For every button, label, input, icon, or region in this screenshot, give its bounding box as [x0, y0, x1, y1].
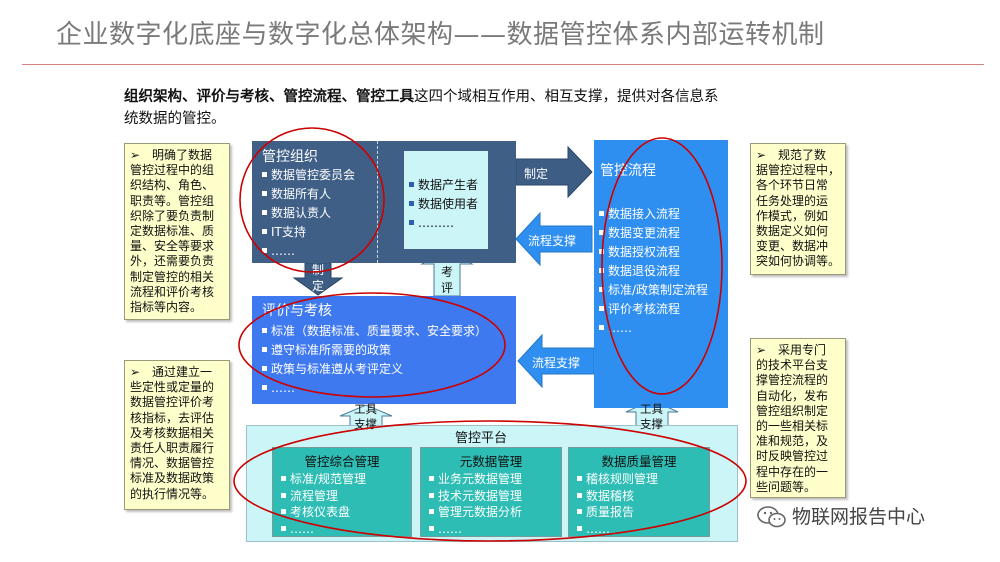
watermark-text: 物联网报告中心 — [792, 506, 926, 528]
wechat-logo-icon — [757, 506, 786, 528]
process-items: 数据接入流程 数据变更流程 数据授权流程 数据退役流程 标准/政策制定流程 评价… — [599, 205, 708, 338]
bullet-icon — [409, 220, 414, 225]
org-note: ➢ 明确了数据管控过程中的组织结构、角色、职责等。管控组织除了要负责制定数据标准… — [124, 143, 230, 320]
bullet-icon — [262, 347, 267, 352]
eval-note: ➢ 通过建立一些定性或定量的数据管控评价考核指标，去评估及考核数据相关责任人职责… — [124, 360, 230, 510]
module-governance: 管控综合管理 标准/规范管理 流程管理 考核仪表盘 …… — [272, 447, 412, 537]
intro-line2: 统数据的管控。 — [124, 111, 226, 127]
bullet-icon — [281, 492, 286, 498]
bullet-icon — [599, 211, 604, 216]
process-title: 管控流程 — [600, 163, 656, 179]
bullet-icon — [262, 385, 267, 390]
org-inner-items: 数据产生者 数据使用者 ……… — [409, 176, 478, 233]
bullet-icon — [599, 306, 604, 311]
bullet-icon — [599, 287, 604, 292]
bullet-icon — [599, 230, 604, 235]
bullet-icon — [599, 268, 604, 273]
org-title: 管控组织 — [262, 149, 318, 165]
bullet-icon — [599, 249, 604, 254]
liucheng-label-1: 流程支撑 — [528, 234, 577, 248]
zhiding-down-label: 制定 — [312, 263, 325, 293]
eval-items: 标准（数据标准、质量要求、安全要求） 遵守标准所需要的政策 政策与标准遵从考评定… — [262, 322, 487, 398]
bullet-icon — [577, 525, 582, 531]
bullet-icon — [429, 525, 434, 531]
bullet-icon — [262, 248, 267, 253]
title-divider — [22, 64, 984, 65]
bullet-icon — [281, 525, 286, 531]
eval-title: 评价与考核 — [262, 303, 332, 319]
intro-bold: 组织架构、评价与考核、管控流程、管控工具 — [124, 89, 414, 105]
bullet-icon — [577, 509, 582, 514]
bullet-icon — [599, 325, 604, 330]
bullet-icon — [262, 366, 267, 371]
bullet-icon — [281, 476, 286, 481]
platform-title: 管控平台 — [455, 431, 508, 446]
bullet-icon — [429, 476, 434, 481]
gongju-right-label: 工具支撑 — [640, 402, 663, 431]
kaoping-up-label: 考评 — [441, 265, 454, 295]
bullet-icon — [281, 509, 286, 514]
bullet-icon — [409, 201, 414, 206]
liucheng-label-2: 流程支撑 — [532, 356, 581, 370]
org-divider — [377, 141, 378, 263]
intro-rest: 这四个域相互作用、相互支撑，提供对各信息系 — [414, 89, 719, 105]
platform-note: ➢ 采用专门的技术平台支撑管控流程的自动化，发布管控组织制定的一些相关标准和规范… — [750, 338, 846, 498]
bullet-icon — [262, 328, 267, 333]
org-items: 数据管控委员会 数据所有人 数据认责人 IT支持 …… — [262, 166, 355, 261]
gongju-left-label: 工具支撑 — [354, 402, 377, 431]
bullet-icon — [262, 229, 267, 234]
zhiding-right-label: 制定 — [524, 167, 549, 181]
bullet-icon — [429, 509, 434, 514]
bullet-icon — [262, 172, 267, 177]
module-metadata: 元数据管理 业务元数据管理 技术元数据管理 管理元数据分析 …… — [420, 447, 562, 537]
org-inner-box — [404, 151, 488, 249]
bullet-icon — [429, 492, 434, 498]
bullet-icon — [262, 191, 267, 196]
bullet-icon — [577, 492, 582, 498]
page-title: 企业数字化底座与数字化总体架构——数据管控体系内部运转机制 — [56, 20, 825, 50]
process-note: ➢ 规范了数据管控过程中，各个环节日常任务处理的运作模式，例如数据定义如何变更、… — [750, 143, 846, 275]
intro-paragraph: 组织架构、评价与考核、管控流程、管控工具这四个域相互作用、相互支撑，提供对各信息… — [124, 86, 864, 130]
bullet-icon — [409, 182, 414, 187]
bullet-icon — [262, 210, 267, 215]
bullet-icon — [577, 476, 582, 481]
module-quality: 数据质量管理 稽核规则管理 数据稽核 质量报告 …… — [568, 447, 710, 537]
